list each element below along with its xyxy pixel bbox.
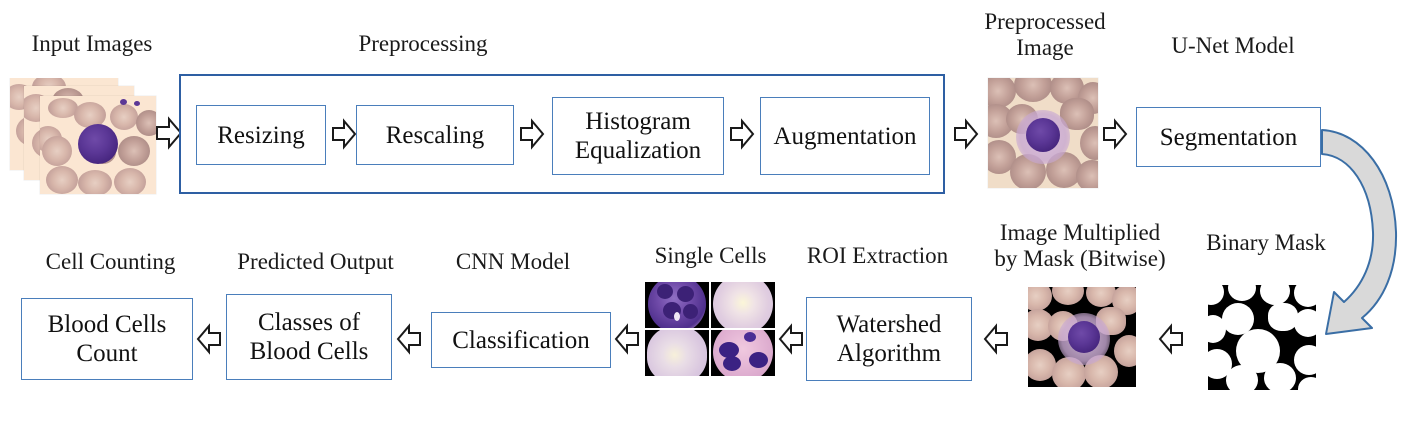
box-blood-cells-count[interactable]: Blood Cells Count: [21, 298, 193, 380]
white-blood-cell: [78, 124, 118, 164]
single-cell-crop-1: [645, 282, 709, 328]
box-histogram-equalization[interactable]: Histogram Equalization: [552, 97, 724, 175]
single-cells-grid: [645, 282, 775, 376]
single-cell-crop-4: [711, 330, 775, 376]
arrow-histogram-to-augmentation: [729, 118, 755, 150]
masked-image: [1028, 287, 1136, 387]
input-image-stack: [8, 78, 158, 196]
label-input-images: Input Images: [31, 31, 153, 56]
arrow-classes-to-count: [196, 323, 222, 355]
single-cell-crop-3: [645, 330, 709, 376]
label-predicted-output: Predicted Output: [237, 249, 394, 274]
label-roi-extraction: ROI Extraction: [806, 243, 949, 268]
arrow-input-to-preprocessing: [155, 116, 183, 150]
box-resizing[interactable]: Resizing: [196, 105, 326, 165]
box-rescaling[interactable]: Rescaling: [356, 105, 514, 165]
arrow-image-to-segmentation: [1102, 118, 1128, 150]
arrow-watershed-to-single-cells: [778, 323, 804, 355]
curved-arrow-segmentation-to-binary-mask: [1316, 112, 1412, 347]
arrow-single-cells-to-classification: [614, 323, 640, 355]
arrow-rescaling-to-histogram: [519, 118, 545, 150]
arrow-classification-to-classes: [396, 323, 422, 355]
label-cnn-model: CNN Model: [455, 249, 571, 274]
box-watershed-algorithm[interactable]: Watershed Algorithm: [806, 297, 972, 381]
box-augmentation[interactable]: Augmentation: [760, 97, 930, 175]
label-image-multiplied-by-mask: Image Multiplied by Mask (Bitwise): [994, 220, 1166, 271]
label-unet-model: U-Net Model: [1171, 33, 1295, 58]
label-binary-mask: Binary Mask: [1206, 230, 1326, 255]
segmented-white-blood-cell: [1026, 118, 1060, 152]
image-stack-front: [40, 96, 156, 194]
box-classes-of-blood-cells[interactable]: Classes of Blood Cells: [226, 294, 392, 380]
label-cell-counting: Cell Counting: [45, 249, 176, 274]
arrow-binary-mask-to-masked-image: [1158, 323, 1184, 355]
box-classification[interactable]: Classification: [431, 312, 611, 368]
arrow-masked-image-to-watershed: [983, 323, 1009, 355]
box-segmentation[interactable]: Segmentation: [1136, 107, 1321, 167]
binary-mask-image: [1208, 285, 1316, 390]
label-single-cells: Single Cells: [654, 243, 767, 268]
preprocessed-image: [988, 78, 1098, 188]
arrow-preprocessing-to-image: [953, 118, 979, 150]
label-preprocessed-image: Preprocessed Image: [984, 9, 1106, 60]
masked-white-blood-cell: [1068, 321, 1100, 353]
single-cell-crop-2: [711, 282, 775, 328]
label-preprocessing: Preprocessing: [358, 31, 488, 56]
arrow-resizing-to-rescaling: [331, 118, 357, 150]
